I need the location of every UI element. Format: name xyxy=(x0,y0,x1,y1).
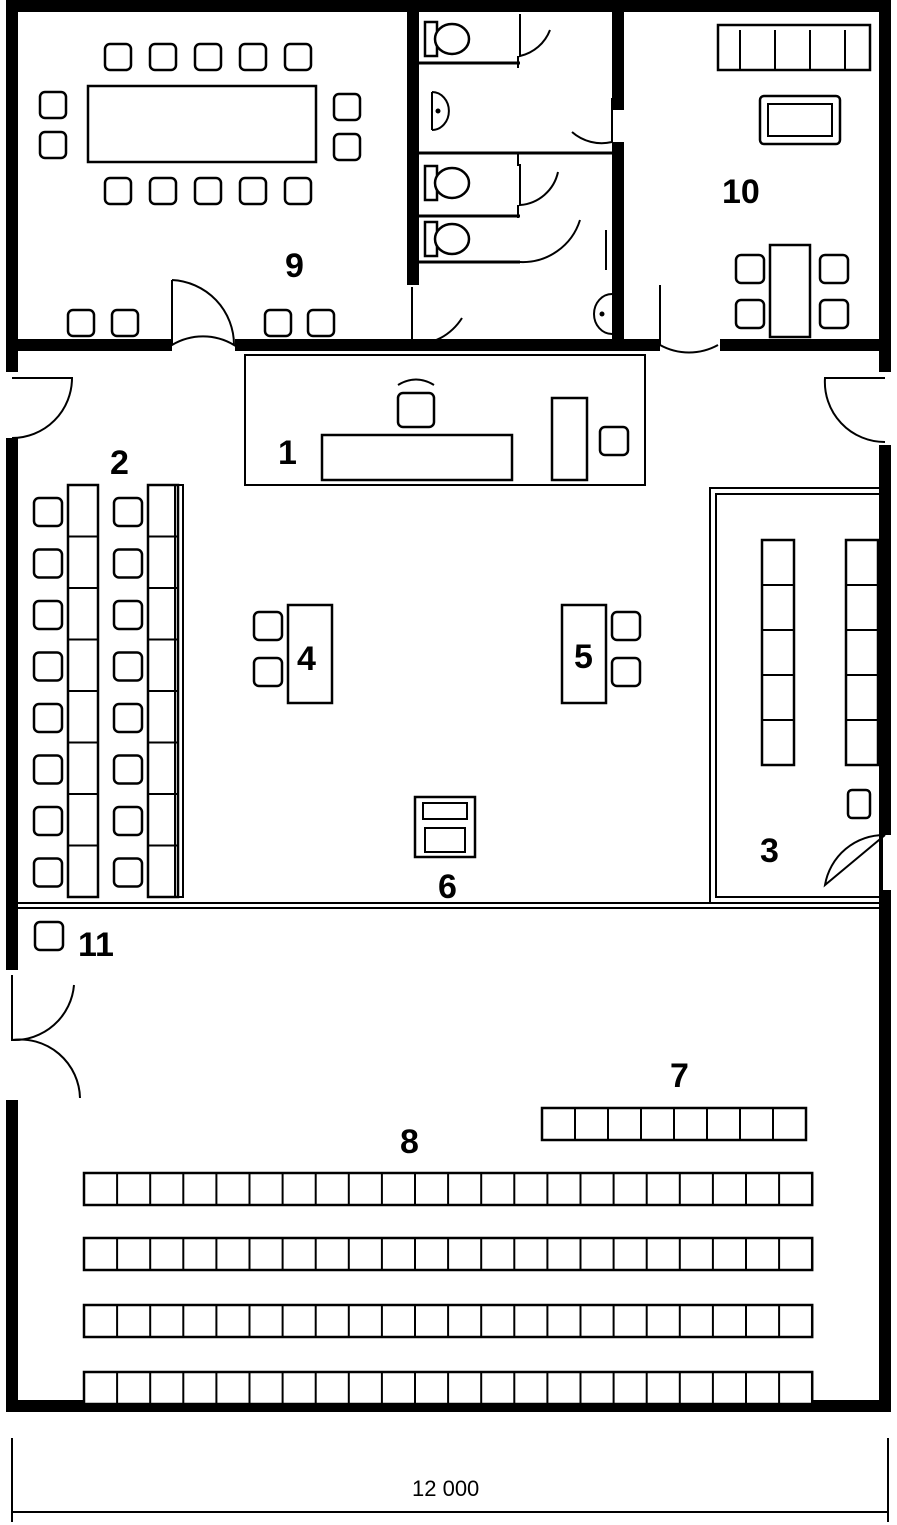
reader-chair xyxy=(112,548,144,579)
desk xyxy=(768,243,812,339)
reader-chair xyxy=(112,702,144,734)
shelf-edge xyxy=(174,484,184,898)
conference-chair xyxy=(193,42,223,72)
waiting-chair xyxy=(110,308,140,338)
room-label-3: 3 xyxy=(760,832,779,870)
desk-4 xyxy=(286,603,334,705)
generated-furniture xyxy=(32,42,880,1406)
room-label-4: 4 xyxy=(297,640,316,678)
room-label-5: 5 xyxy=(574,638,593,676)
visitor-chair xyxy=(598,425,630,457)
conference-chair xyxy=(103,42,133,72)
conference-chair xyxy=(283,42,313,72)
conference-chair xyxy=(238,42,268,72)
room-label-7: 7 xyxy=(670,1057,689,1095)
room-label-8: 8 xyxy=(400,1123,419,1161)
conference-chair xyxy=(38,90,68,120)
room-label-10: 10 xyxy=(722,173,760,211)
toilet-icon xyxy=(423,20,471,58)
conference-chair xyxy=(332,92,362,122)
room-label-6: 6 xyxy=(438,868,457,906)
toilet-block xyxy=(423,20,613,335)
chair xyxy=(818,253,850,285)
outer-walls xyxy=(6,0,891,1412)
shelf-bank xyxy=(844,538,880,767)
conference-chair xyxy=(103,176,133,206)
room-label-2: 2 xyxy=(110,444,129,482)
reader-chair xyxy=(112,651,144,682)
chair xyxy=(734,298,766,330)
conference-table xyxy=(86,84,318,164)
reader-chair xyxy=(112,805,144,837)
chair xyxy=(818,298,850,330)
room-label-9: 9 xyxy=(285,247,304,285)
conference-chair xyxy=(332,132,362,162)
desk-4-chair xyxy=(252,656,284,688)
reader-chair xyxy=(32,857,64,888)
dimension-label: 12 000 xyxy=(412,1476,479,1501)
shelf-bank xyxy=(760,538,796,767)
desk-5-chair xyxy=(610,656,642,688)
desk-5 xyxy=(560,603,608,705)
reader-chair xyxy=(32,805,64,837)
reader-chair xyxy=(112,857,144,888)
shelf-bank xyxy=(846,788,872,820)
reception-chair xyxy=(396,378,436,429)
toilet-icon xyxy=(423,220,471,258)
conference-chair xyxy=(238,176,268,206)
reader-chair xyxy=(32,496,64,528)
dimension-line: 12 000 xyxy=(11,1438,889,1522)
urinal-icon xyxy=(431,91,450,131)
conference-chair xyxy=(38,130,68,160)
conference-chair xyxy=(148,176,178,206)
waiting-chair xyxy=(66,308,96,338)
side-cabinet xyxy=(550,396,589,482)
sink-icon xyxy=(593,293,613,335)
conference-chair xyxy=(148,42,178,72)
reader-chair xyxy=(32,599,64,631)
waiting-chair xyxy=(263,308,293,338)
reception-desk xyxy=(320,433,514,482)
copier-icon xyxy=(413,795,477,859)
room-labels: 1 2 3 4 5 6 7 8 9 10 11 xyxy=(78,173,779,1161)
reader-chair xyxy=(112,496,144,528)
interior-walls xyxy=(12,6,885,909)
reader-chair xyxy=(32,702,64,734)
chair xyxy=(734,253,766,285)
reader-chair xyxy=(32,651,64,682)
reader-chair xyxy=(112,599,144,631)
conference-chair xyxy=(193,176,223,206)
desk-4-chair xyxy=(252,610,284,642)
reader-chair xyxy=(32,754,64,785)
waiting-chair xyxy=(306,308,336,338)
reception-area xyxy=(244,354,646,486)
desk-5-chair xyxy=(610,610,642,642)
doors xyxy=(11,14,886,1099)
reader-chair xyxy=(32,548,64,579)
chair xyxy=(33,920,65,952)
room-label-11: 11 xyxy=(78,926,114,964)
conference-chair xyxy=(283,176,313,206)
sofa xyxy=(716,23,872,72)
room-3-area xyxy=(709,487,883,904)
room-10-furniture xyxy=(716,23,872,339)
work-desks xyxy=(33,603,642,952)
reader-chair xyxy=(112,754,144,785)
room-label-1: 1 xyxy=(278,434,297,472)
toilet-icon xyxy=(423,164,471,202)
low-table xyxy=(758,94,842,146)
